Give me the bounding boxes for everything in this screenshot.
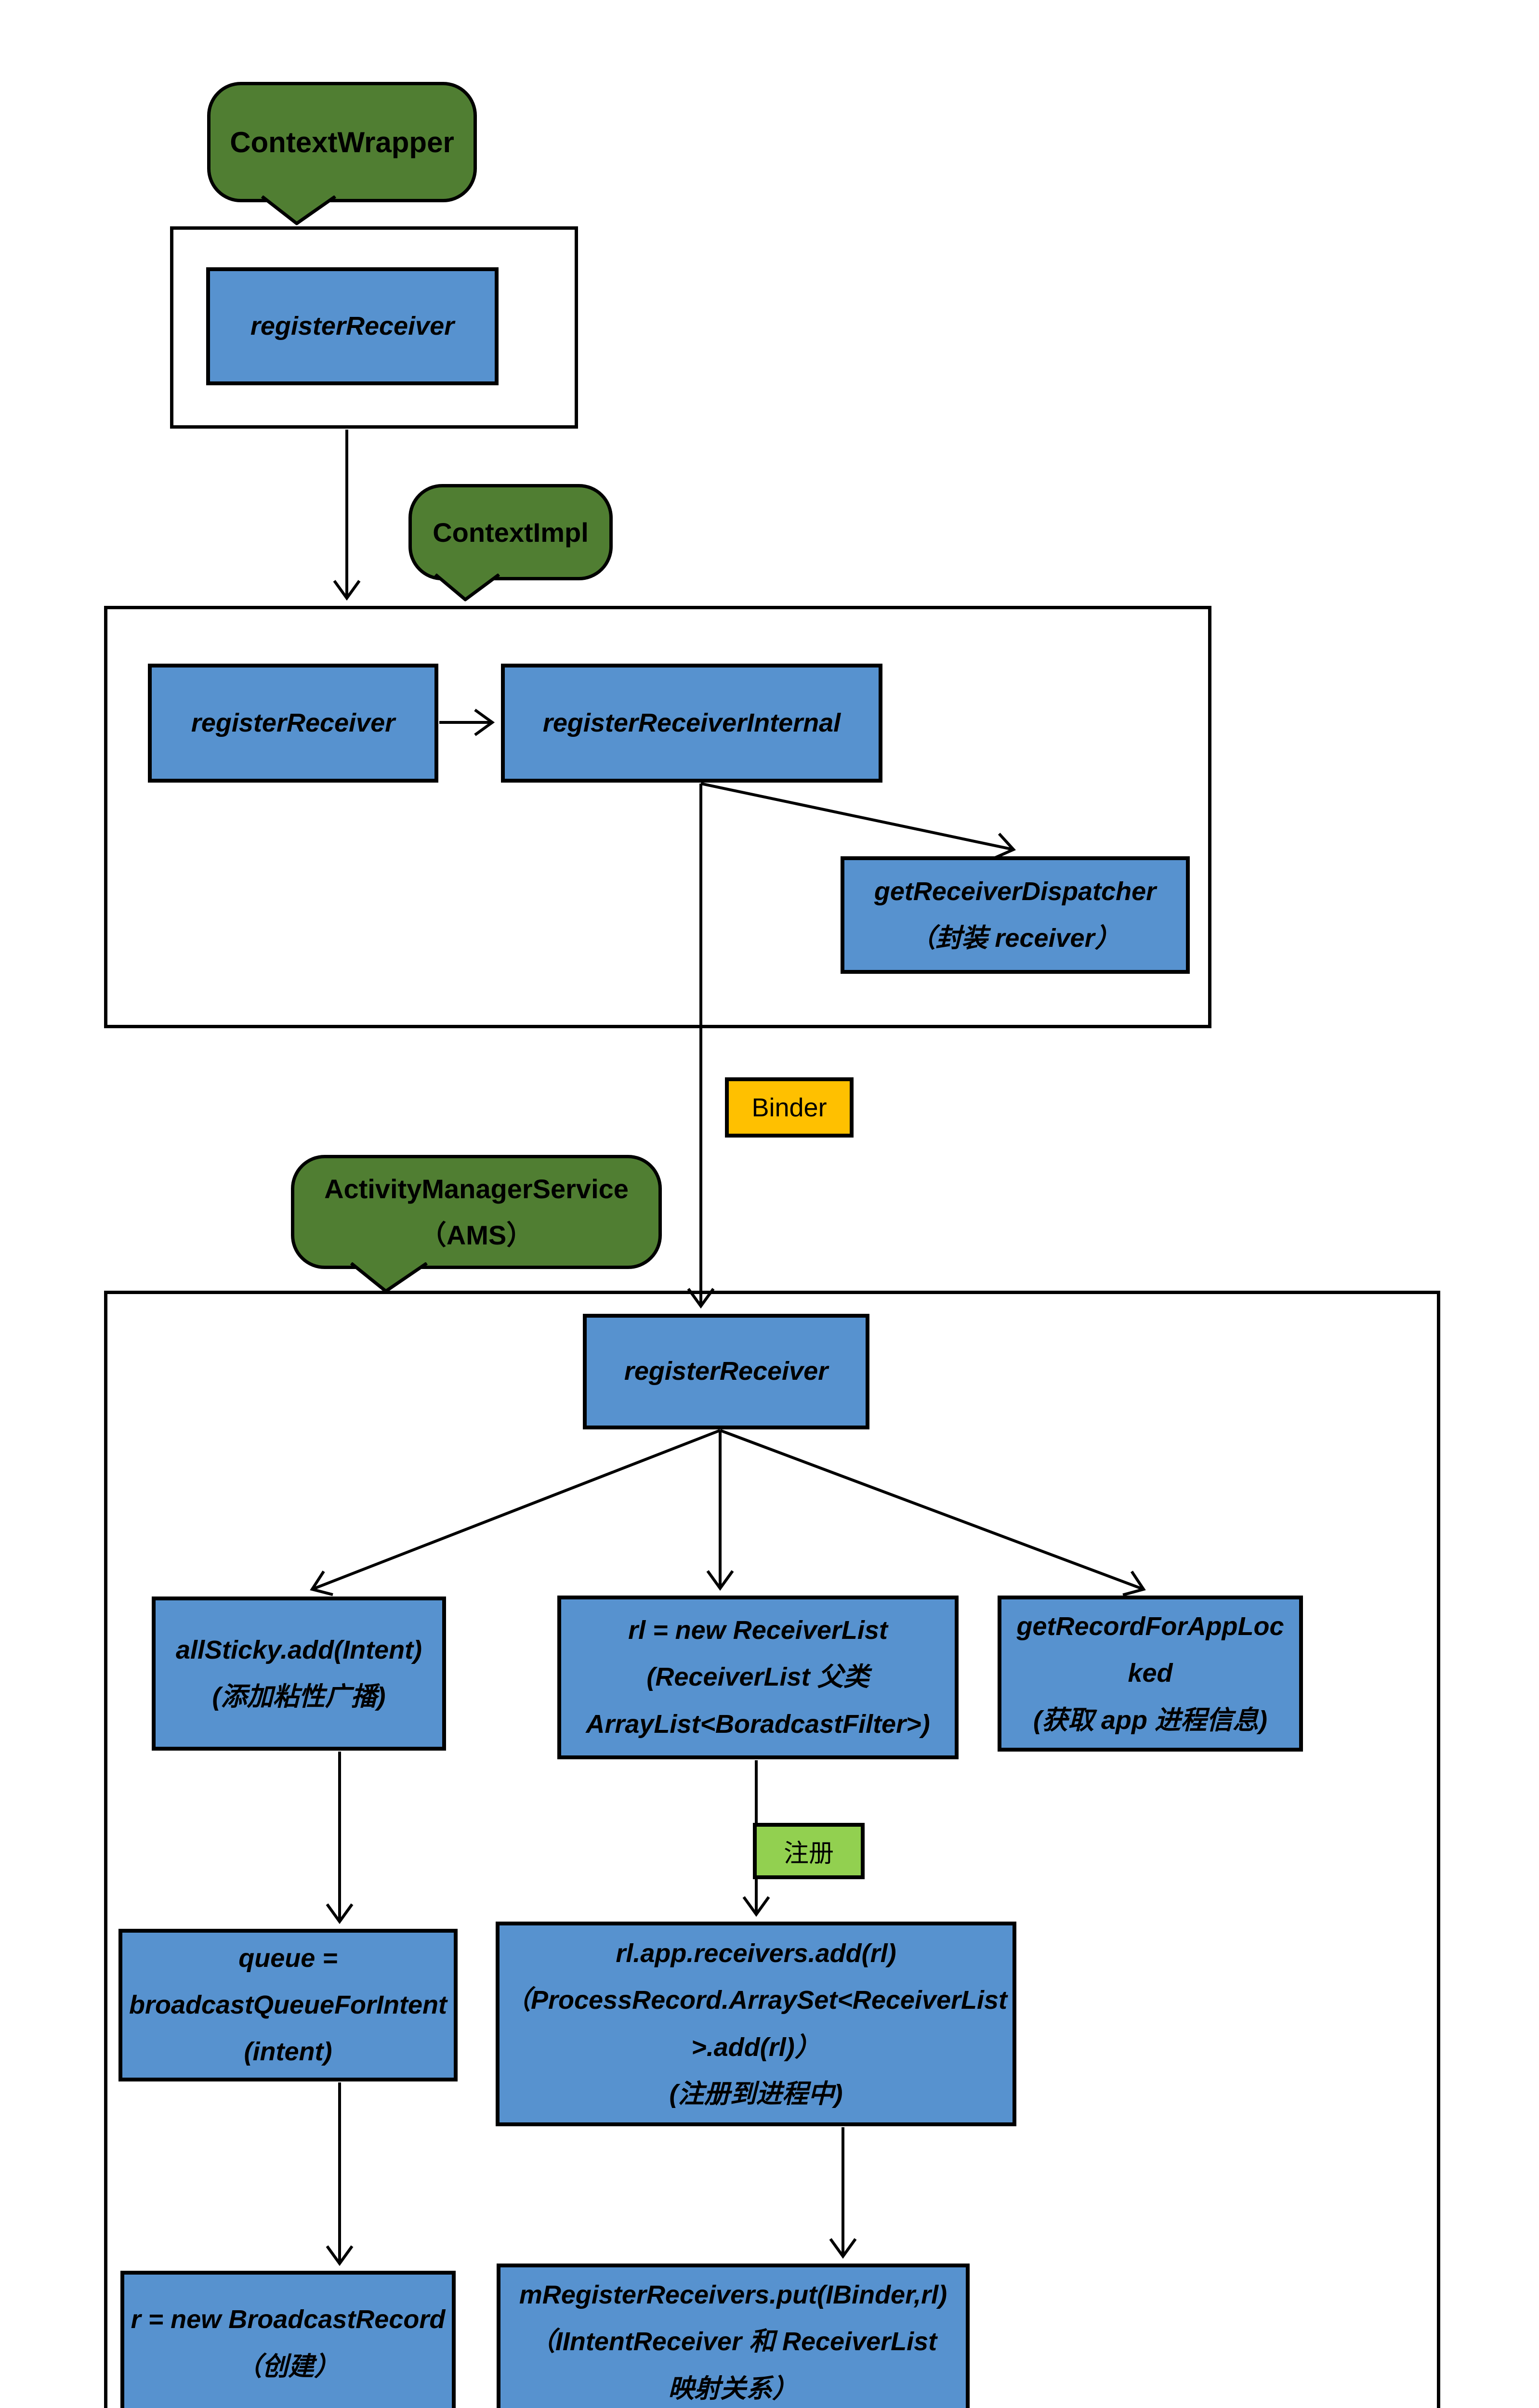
connector-amsrr-to-getrecord: [719, 1429, 1146, 1597]
node-register-receiver-impl: registerReceiver: [148, 664, 438, 783]
callout-context-wrapper-tail: [261, 196, 337, 225]
callout-ams: ActivityManagerService （AMS）: [291, 1155, 662, 1269]
node-m-register-receivers-put: mRegisterReceivers.put(IBinder,rl) （IInt…: [497, 2264, 970, 2408]
node-get-receiver-dispatcher: getReceiverDispatcher （封装 receiver）: [841, 856, 1190, 974]
node-rl-app-receivers-add-label: rl.app.receivers.add(rl) （ProcessRecord.…: [504, 1939, 1008, 2108]
node-rl-new-receiver-list: rl = new ReceiverList (ReceiverList 父类 A…: [557, 1596, 959, 1759]
node-all-sticky-add: allSticky.add(Intent) (添加粘性广播): [152, 1597, 446, 1751]
node-get-receiver-dispatcher-label: getReceiverDispatcher （封装 receiver）: [874, 877, 1157, 953]
register-badge: 注册: [753, 1823, 865, 1879]
register-badge-label: 注册: [783, 1840, 834, 1868]
node-register-receiver-impl-label: registerReceiver: [191, 708, 395, 737]
callout-context-wrapper-label: ContextWrapper: [230, 126, 454, 158]
node-r-new-broadcast-record: r = new BroadcastRecord （创建）: [120, 2271, 456, 2408]
node-get-record-for-app-locked-label: getRecordForAppLoc ked (获取 app 进程信息): [1016, 1612, 1284, 1735]
node-register-receiver-ams: registerReceiver: [583, 1314, 869, 1429]
node-m-register-receivers-put-label: mRegisterReceivers.put(IBinder,rl) （IInt…: [519, 2280, 947, 2403]
node-rl-app-receivers-add: rl.app.receivers.add(rl) （ProcessRecord.…: [496, 1922, 1016, 2126]
node-register-receiver-internal: registerReceiverInternal: [501, 664, 882, 783]
node-register-receiver-wrapper: registerReceiver: [206, 267, 499, 385]
node-register-receiver-wrapper-label: registerReceiver: [250, 311, 455, 340]
binder-badge: Binder: [725, 1077, 854, 1138]
callout-context-wrapper: ContextWrapper: [207, 82, 477, 202]
node-register-receiver-internal-label: registerReceiverInternal: [542, 708, 841, 737]
node-queue-broadcast-queue-for-intent-label: queue = broadcastQueueForIntent (intent): [129, 1943, 447, 2067]
node-all-sticky-add-label: allSticky.add(Intent) (添加粘性广播): [175, 1635, 422, 1711]
connector-rrinternal-to-dispatcher: [700, 782, 1016, 860]
callout-context-impl-tail: [434, 574, 500, 602]
callout-context-impl: ContextImpl: [408, 484, 613, 580]
node-register-receiver-ams-label: registerReceiver: [624, 1357, 829, 1386]
node-queue-broadcast-queue-for-intent: queue = broadcastQueueForIntent (intent): [118, 1929, 458, 2081]
connector-amsrr-to-allsticky: [310, 1429, 721, 1597]
node-rl-new-receiver-list-label: rl = new ReceiverList (ReceiverList 父类 A…: [586, 1616, 930, 1739]
callout-context-impl-label: ContextImpl: [433, 517, 589, 548]
node-get-record-for-app-locked: getRecordForAppLoc ked (获取 app 进程信息): [998, 1596, 1303, 1752]
callout-ams-tail: [350, 1262, 428, 1293]
callout-ams-label: ActivityManagerService （AMS）: [324, 1174, 629, 1250]
binder-badge-label: Binder: [751, 1093, 827, 1122]
node-r-new-broadcast-record-label: r = new BroadcastRecord （创建）: [131, 2305, 446, 2381]
